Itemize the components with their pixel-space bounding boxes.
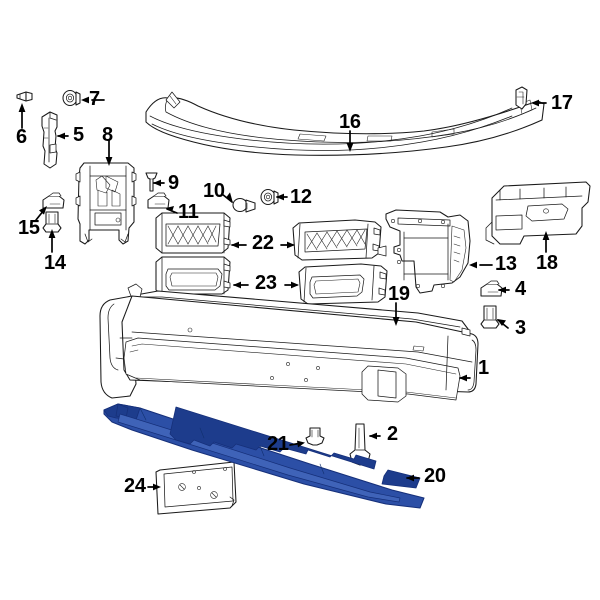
callout-number-7: 7	[89, 88, 100, 110]
part-22-right-mesh-bezel	[292, 219, 382, 261]
part-23-right-closeout-bezel	[298, 263, 388, 305]
part-1-front-bumper-face-bar	[99, 283, 479, 403]
leader-lines	[18, 96, 550, 491]
part-14-flange-bolt	[42, 211, 62, 233]
callout-number-18: 18	[536, 252, 558, 274]
callout-number-9: 9	[168, 172, 179, 194]
callout-number-13: 13	[495, 253, 517, 275]
callout-number-15: 15	[18, 217, 40, 239]
part-20-front-lower-air-dam-spoiler	[103, 403, 425, 509]
callout-number-12: 12	[290, 186, 312, 208]
callout-number-20: 20	[424, 465, 446, 487]
callout-number-19: 19	[388, 283, 410, 305]
callout-number-16: 16	[339, 111, 361, 133]
callout-number-3: 3	[515, 317, 526, 339]
callout-number-17: 17	[551, 92, 573, 114]
part-3-hex-flange-bolt	[480, 305, 500, 329]
callout-number-24: 24	[124, 475, 146, 497]
part-21-screw-rivet	[305, 427, 325, 446]
part-4-cage-nut-clip	[480, 280, 503, 297]
part-10-plastic-rivet	[232, 197, 256, 213]
callout-number-22: 22	[252, 232, 274, 254]
part-7-grommet-nut	[62, 89, 81, 107]
part-6-stud-pin	[16, 91, 33, 102]
callout-number-5: 5	[73, 124, 84, 146]
callout-number-4: 4	[515, 278, 526, 300]
part-9-push-in-fastener	[145, 172, 158, 192]
callout-number-1: 1	[478, 357, 489, 379]
callout-number-8: 8	[102, 124, 113, 146]
callout-number-10: 10	[203, 180, 225, 202]
part-12-washer-grommet	[260, 188, 279, 206]
part-13-reinforcement-bracket	[377, 209, 471, 294]
callout-number-2: 2	[387, 423, 398, 445]
part-24-license-plate-bracket	[155, 461, 237, 515]
callout-number-21: 21	[267, 433, 289, 455]
part-18-bumper-end-support	[485, 181, 591, 245]
part-5-bumper-side-bracket	[41, 111, 58, 169]
part-11-retainer-clip	[147, 192, 170, 209]
part-23-left-closeout-bezel	[155, 256, 231, 295]
part-17-end-cap-clip	[515, 86, 528, 110]
part-22-left-mesh-bezel	[155, 212, 231, 254]
part-8-bumper-mounting-bracket	[75, 162, 137, 245]
callout-number-6: 6	[16, 126, 27, 148]
callout-number-11: 11	[178, 201, 199, 223]
part-15-u-nut-clip	[42, 192, 65, 209]
callout-number-23: 23	[255, 272, 277, 294]
callout-number-14: 14	[44, 252, 66, 274]
